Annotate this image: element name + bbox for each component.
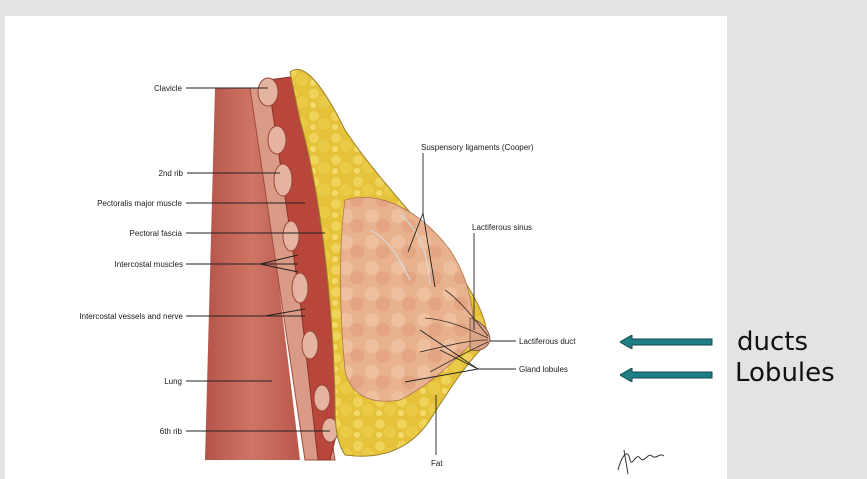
label-lactiferous-duct: Lactiferous duct: [519, 337, 576, 346]
label-intercostal-muscles: Intercostal muscles: [115, 260, 183, 269]
artist-signature: [618, 450, 664, 474]
ducts-annotation: ducts: [737, 329, 808, 355]
lobules-annotation: Lobules: [735, 360, 835, 386]
label-fat: Fat: [431, 459, 443, 468]
label-lactiferous-sinus: Lactiferous sinus: [472, 223, 532, 232]
label-pectoral-fascia: Pectoral fascia: [130, 229, 183, 238]
label-lung: Lung: [164, 377, 182, 386]
lobules-arrow: [620, 368, 716, 382]
label-6th-rib: 6th rib: [160, 427, 183, 436]
label-clavicle: Clavicle: [154, 84, 183, 93]
label-suspensory-ligaments: Suspensory ligaments (Cooper): [421, 143, 534, 152]
label-pectoralis-major: Pectoralis major muscle: [97, 199, 182, 208]
label-2nd-rib: 2nd rib: [159, 169, 184, 178]
label-intercostal-vessels: Intercostal vessels and nerve: [79, 312, 183, 321]
ducts-arrow: [620, 335, 716, 349]
label-gland-lobules: Gland lobules: [519, 365, 568, 374]
